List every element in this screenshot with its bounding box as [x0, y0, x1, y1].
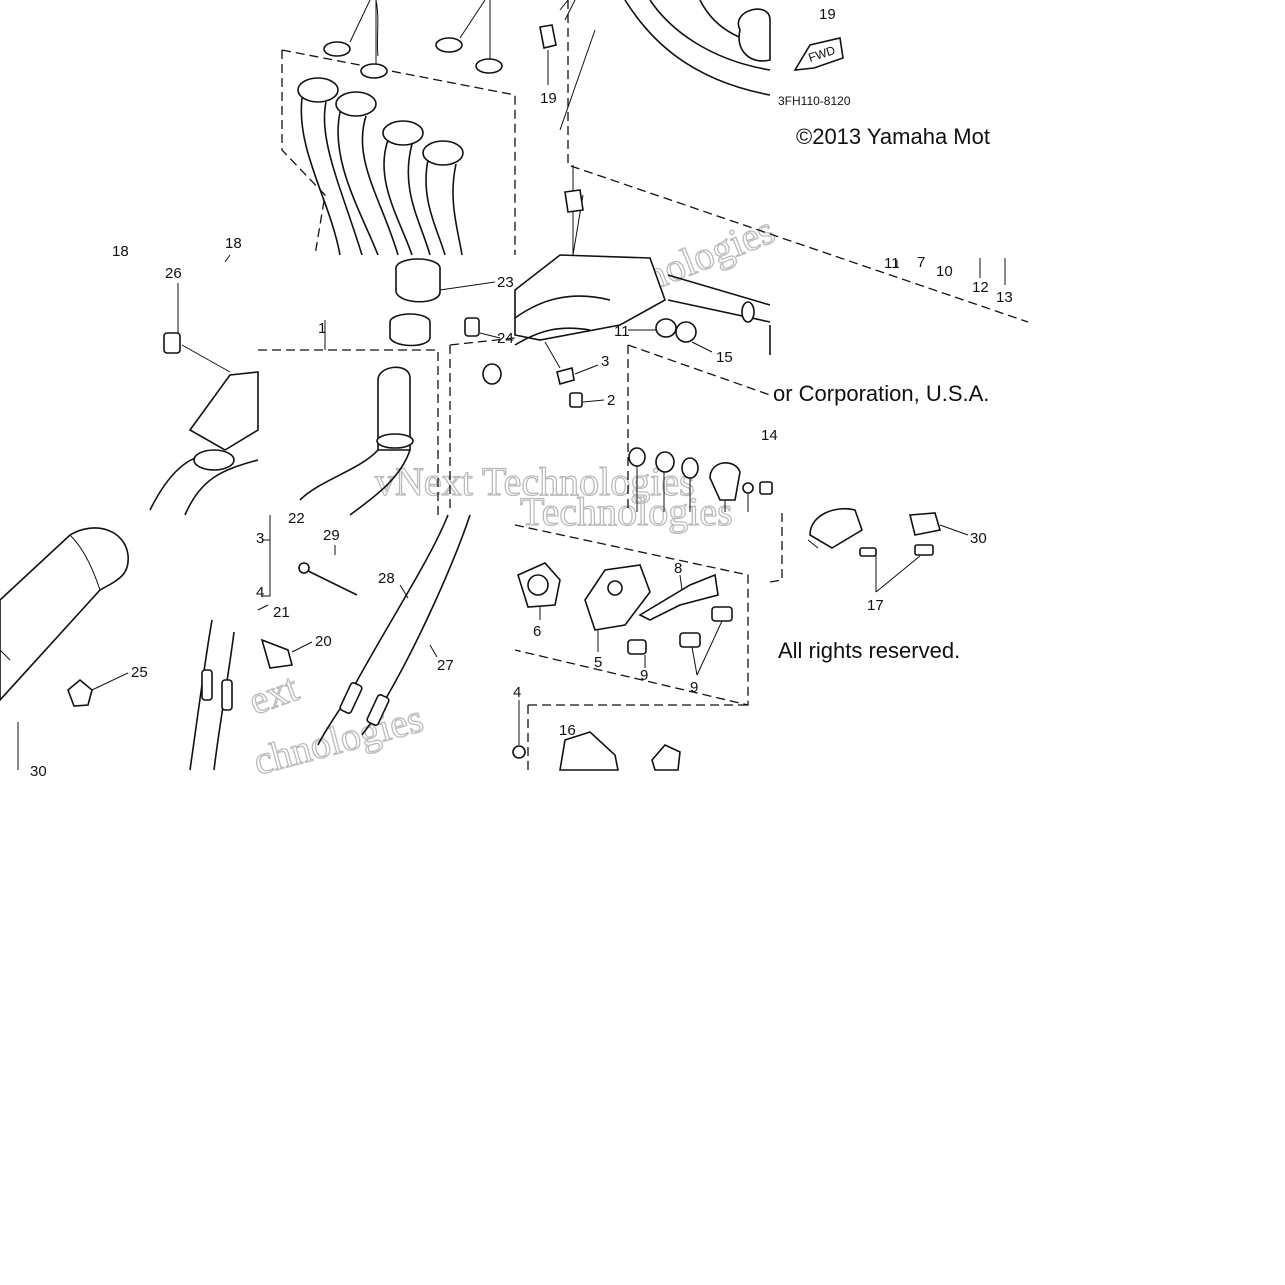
- throttle-cables-left: [189, 619, 235, 771]
- callout-20: 20: [315, 633, 332, 650]
- callout-26: 26: [165, 265, 182, 282]
- right-labels-bracket: [896, 258, 1006, 285]
- callout-19: 19: [540, 90, 557, 107]
- cables-center: [257, 514, 471, 746]
- callout-18: 18: [112, 243, 129, 260]
- callout-19: 19: [819, 6, 836, 23]
- callout-14: 14: [761, 427, 778, 444]
- callout-27: 27: [437, 657, 454, 674]
- callout-2: 2: [607, 392, 615, 409]
- callout-18: 18: [225, 235, 242, 252]
- callout-16: 16: [559, 722, 576, 739]
- callout-28: 28: [378, 570, 395, 587]
- watermark-3: Technologies: [520, 489, 733, 534]
- exhaust-header-pipes: [281, 0, 576, 256]
- joint-clamp: [389, 258, 516, 510]
- callout-5: 5: [594, 654, 602, 671]
- fwd-arrow-icon: FWD: [793, 37, 844, 71]
- silencer: [0, 527, 129, 770]
- copyright-line-3: All rights reserved.: [778, 638, 960, 663]
- callout-12: 12: [972, 279, 989, 296]
- callout-21: 21: [273, 604, 290, 621]
- callout-1: 1: [318, 320, 326, 337]
- callout-30: 30: [30, 763, 47, 780]
- callout-4: 4: [256, 584, 264, 601]
- watermark-1: vNext Technologies: [375, 459, 695, 504]
- copyright-line-2: or Corporation, U.S.A.: [773, 381, 989, 406]
- callout-13: 13: [996, 289, 1013, 306]
- callout-6: 6: [533, 623, 541, 640]
- callout-22: 22: [288, 510, 305, 527]
- callout-11: 11: [614, 323, 630, 340]
- callout-3: 3: [601, 353, 609, 370]
- callout-29: 29: [323, 527, 340, 544]
- callout-3: 3: [256, 530, 264, 547]
- watermark-4: ext: [243, 664, 304, 723]
- callout-25: 25: [131, 664, 148, 681]
- callout-15: 15: [716, 349, 733, 366]
- copyright-line-1: ©2013 Yamaha Mot: [796, 124, 990, 149]
- callout-24: 24: [497, 330, 514, 347]
- exup-valve-housing: [514, 165, 773, 512]
- exup-servo-assy: [512, 524, 749, 771]
- callout-23: 23: [497, 274, 514, 291]
- diagram-code: 3FH110-8120: [778, 94, 851, 108]
- mid-pipe-section: [149, 254, 259, 516]
- callout-9: 9: [690, 679, 698, 696]
- callout-8: 8: [674, 560, 682, 577]
- bracket-30-assy: [769, 508, 969, 593]
- callout-9: 9: [640, 667, 648, 684]
- callout-7: 7: [917, 254, 925, 271]
- callout-4: 4: [513, 684, 521, 701]
- callout-30: 30: [970, 530, 987, 547]
- front-pipe: [258, 320, 439, 516]
- callout-17: 17: [867, 597, 884, 614]
- muffler-assembly: [559, 0, 1029, 323]
- callout-10: 10: [936, 263, 953, 280]
- callout-11: 11: [884, 255, 900, 272]
